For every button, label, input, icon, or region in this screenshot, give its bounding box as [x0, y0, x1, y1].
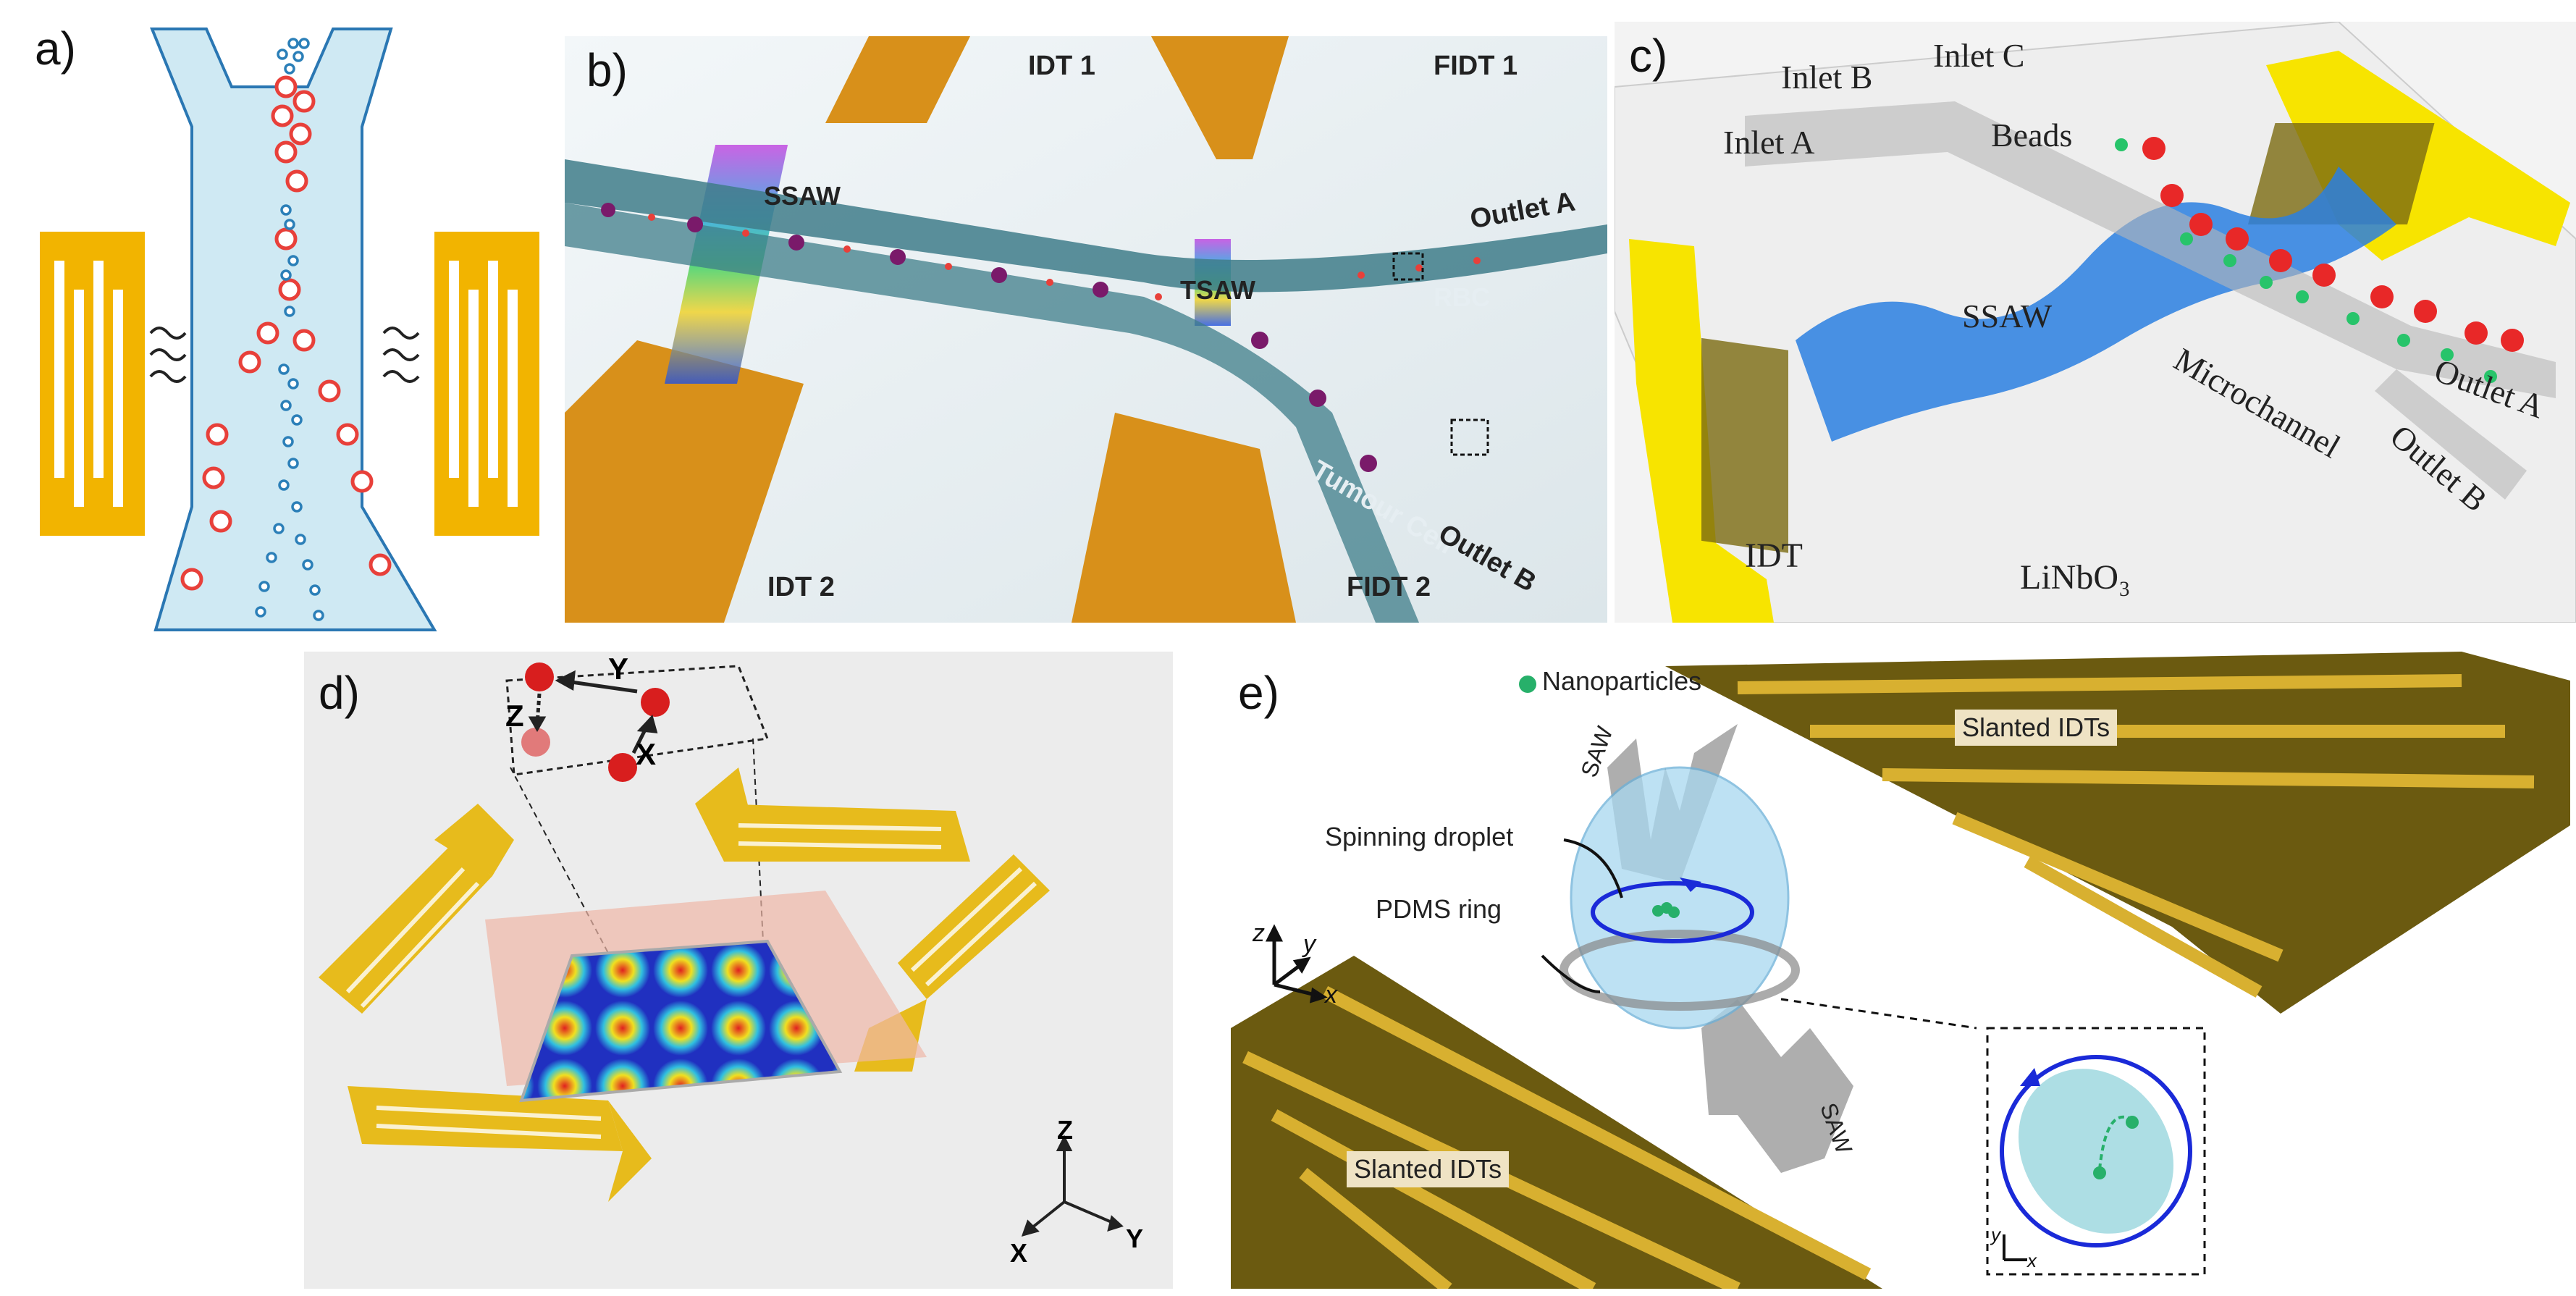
tumour-box: [1450, 418, 1489, 456]
inset-box: [505, 665, 770, 776]
fidt1: [1151, 36, 1289, 159]
panel-a-label: a): [35, 22, 76, 75]
nanoparticle-cluster: [1652, 902, 1680, 918]
panel-c: c) Inlet B Inlet C Inlet A Beads SSAW Mi…: [1615, 22, 2576, 623]
panel-a-diagram: [40, 28, 539, 631]
inset-axis-x: X: [636, 737, 657, 771]
acoustic-field: [519, 939, 843, 1103]
green-beads: [2115, 138, 2497, 383]
label-rbc: RBC: [1434, 282, 1490, 312]
rbc-box: [1392, 252, 1424, 281]
panel-c-label: c): [1629, 30, 1668, 82]
axis-z-label: Z: [1057, 1115, 1073, 1145]
label-axis-z: z: [1253, 920, 1265, 947]
label-pdms-ring: PDMS ring: [1376, 894, 1502, 924]
panel-d-label: d): [319, 667, 360, 719]
label-ssaw: SSAW: [764, 181, 841, 211]
droplet: [1570, 766, 1790, 1030]
label-ssaw: SSAW: [1962, 298, 2053, 334]
channel-lower: [565, 203, 1419, 623]
panel-d-diagram: [319, 662, 1124, 1237]
wave-right: [382, 327, 420, 383]
outlet-b-channel: [2375, 369, 2527, 500]
blue-cells: [255, 38, 324, 621]
label-tsaw: TSAW: [1180, 275, 1255, 305]
saw-wave-bottom: [1701, 999, 1853, 1173]
label-axis-y: y: [1303, 930, 1316, 958]
panel-b: b) IDT 1 FIDT 1 SSAW TSAW Outlet A RBC T…: [565, 36, 1607, 623]
axis-y-label: Y: [1126, 1224, 1144, 1253]
label-beads: Beads: [1991, 117, 2073, 153]
wave-left: [149, 327, 187, 383]
label-fidt2: FIDT 2: [1347, 572, 1431, 602]
label-spinning-droplet: Spinning droplet: [1325, 822, 1514, 851]
label-substrate: LiNbO₃: [2020, 558, 2131, 597]
fidt2: [1072, 413, 1296, 623]
idt-bottom-left: [348, 1086, 652, 1202]
right-idt: [434, 232, 539, 536]
inset-arrows: [528, 670, 658, 754]
idt-top-left: [319, 804, 514, 1014]
inset-axis-z: Z: [505, 699, 524, 733]
pdms-ring: [1560, 930, 1800, 1011]
red-cells: [180, 75, 392, 591]
axis-x-label: X: [1010, 1238, 1028, 1268]
label-idt: IDT: [1745, 537, 1803, 575]
nanoparticle-legend-dot: [1519, 676, 1536, 693]
left-idt: [40, 232, 145, 536]
label-inlet-a: Inlet A: [1723, 124, 1815, 161]
label-axis-x: x: [1325, 981, 1337, 1009]
inset-particles: [521, 662, 670, 782]
rbc-particles: [648, 214, 1481, 300]
idt-left-fingers: [1701, 337, 1788, 553]
inset-axis-y: Y: [608, 652, 629, 686]
spin-arrow: [1591, 881, 1754, 943]
label-idt1: IDT 1: [1028, 51, 1095, 81]
label-slanted-idts-top: Slanted IDTs: [1955, 710, 2118, 746]
panel-b-label: b): [586, 44, 628, 96]
panel-a: a): [0, 0, 550, 637]
red-beads: [2142, 137, 2524, 352]
label-fidt1: FIDT 1: [1434, 51, 1518, 81]
panel-c-diagram: [1615, 22, 2576, 623]
slanted-idt-bottom: [1231, 956, 1882, 1289]
label-inlet-c: Inlet C: [1933, 37, 2025, 74]
label-nanoparticles: Nanoparticles: [1542, 666, 1702, 696]
idt2: [565, 340, 804, 623]
label-idt2: IDT 2: [767, 572, 835, 602]
xyz-axes: [1265, 924, 1328, 1003]
panel-b-diagram: [565, 36, 1607, 623]
axes: [1021, 1135, 1124, 1237]
idt1: [825, 36, 970, 123]
inset-label-x: x: [2027, 1250, 2037, 1271]
label-slanted-idts-bottom: Slanted IDTs: [1347, 1151, 1510, 1187]
panel-e: e) Nanoparticles Slanted IDTs SAW Spinni…: [1231, 652, 2576, 1289]
panel-e-diagram: [1231, 652, 2570, 1289]
channel-main: [565, 159, 1607, 293]
slanted-idt-top: [1665, 652, 2570, 1014]
panel-d: d) Y Z X Z X Y: [304, 652, 1173, 1289]
label-inlet-b: Inlet B: [1781, 59, 1873, 96]
inset-label-y: y: [1991, 1224, 2000, 1245]
panel-e-label: e): [1238, 667, 1279, 719]
cell-particles: [601, 203, 1377, 472]
